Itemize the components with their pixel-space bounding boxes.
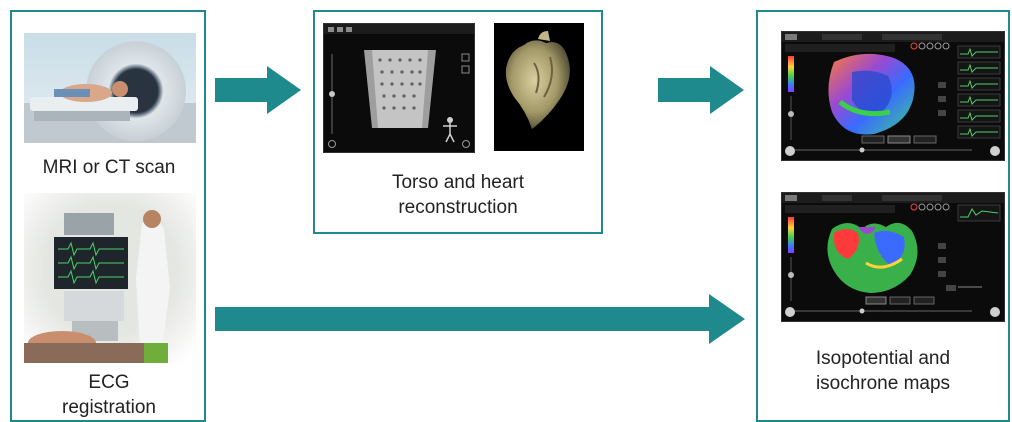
arrow-ecg-to-maps — [215, 294, 745, 344]
isopotential-map-screen — [781, 31, 1005, 161]
ecg-caption: ECG registration — [14, 370, 204, 420]
maps-caption-line1: Isopotential and — [756, 346, 1010, 371]
mri-ct-scanner-photo — [24, 33, 196, 143]
maps-caption-line2: isochrone maps — [756, 371, 1010, 396]
isochrone-map-screen — [781, 192, 1005, 322]
maps-caption: Isopotential and isochrone maps — [756, 346, 1010, 396]
ecg-caption-line1: ECG — [14, 370, 204, 395]
ecg-caption-line2: registration — [14, 395, 204, 420]
arrow-to-reconstruction — [215, 66, 301, 114]
torso-reconstruction-screen — [323, 23, 475, 153]
reconstruction-caption-line2: reconstruction — [313, 195, 603, 220]
heart-reconstruction-render — [494, 23, 584, 151]
reconstruction-caption-line1: Torso and heart — [313, 170, 603, 195]
ecg-registration-photo — [24, 193, 196, 363]
reconstruction-caption: Torso and heart reconstruction — [313, 170, 603, 220]
scan-caption: MRI or CT scan — [14, 155, 204, 180]
arrow-to-maps — [658, 66, 744, 114]
